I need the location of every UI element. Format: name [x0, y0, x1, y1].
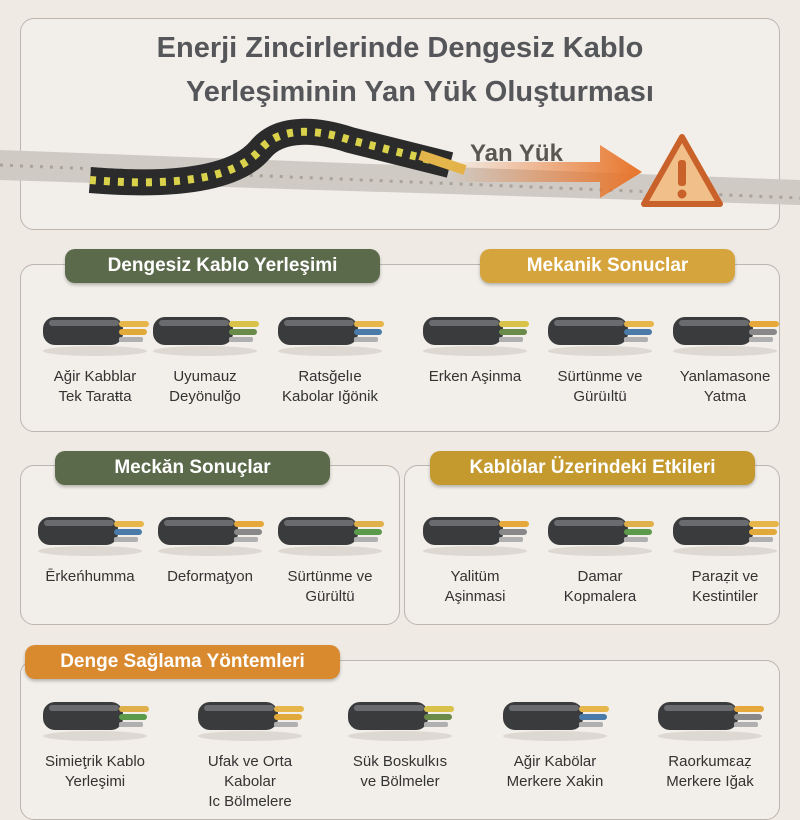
item-label: Yalitüm Aşinmasi	[444, 568, 506, 605]
cable-icon	[278, 317, 384, 356]
item-label: Uyumauz Deyönulğo	[169, 368, 241, 405]
cable-icon	[423, 317, 529, 356]
section-box-1	[20, 264, 780, 432]
item-label: Damar Kopmalera	[563, 568, 637, 605]
title-line-2: Yerleşiminin Yan Yük Oluşturması	[186, 76, 654, 108]
cable-item-2-0: Ērkeńhumma	[25, 505, 155, 587]
header-unbalanced-placement: Dengesiz Kablo Yerleşimi	[65, 249, 380, 283]
cable-icon	[548, 517, 654, 556]
item-label: Ağir Kabblar Tek Taraŧta	[53, 368, 137, 405]
cable-icon	[503, 702, 609, 741]
cable-item-1-2: Yanlamasоne Yatma	[660, 305, 790, 407]
cable-item-3-0: Yalitüm Aşinmasi	[410, 505, 540, 607]
cable-item-0-1: Uyumauz Deyönulğo	[140, 305, 270, 407]
header-effects-on-cables: Kablölar Üzerindeki Etkileri	[430, 451, 755, 485]
cable-item-4-0: Simieţrik Kablo Yerleşimi	[30, 690, 160, 792]
cable-icon	[658, 702, 764, 741]
header-mechanical-results: Mekanik Sonuclar	[480, 249, 735, 283]
item-label: Ağir Kabölar Merkere Xakin	[506, 753, 604, 790]
cable-item-3-2: Paraẓit ve Kestintiler	[660, 505, 790, 607]
side-load-arrow	[450, 145, 642, 198]
cable-item-3-1: Damar Kopmalera	[535, 505, 665, 607]
cable-icon	[673, 517, 779, 556]
item-label: Erken Aşinma	[428, 368, 522, 385]
cable-icon	[423, 517, 529, 556]
item-label: Ufak ve Orta Kabolar Ic Bölmelere	[207, 753, 293, 810]
cable-icon	[38, 517, 144, 556]
cable-item-1-0: Erken Aşinma	[410, 305, 540, 387]
cable-item-4-3: Ağir Kabölar Merkere Xakin	[490, 690, 620, 792]
cable-item-2-1: Deformaţyon	[145, 505, 275, 587]
item-label: Sük Boskulkıs ve Bölmeler	[352, 753, 448, 790]
cable-item-0-0: Ağir Kabblar Tek Taraŧta	[30, 305, 160, 407]
item-label: Sürtünme ve Gürüıltü	[557, 368, 643, 405]
item-label: Ērkeńhumma	[45, 568, 135, 585]
cable-item-4-4: Raorkumεaẓ Merkere Iğak	[645, 690, 775, 792]
item-label: Yanlamasоne Yatma	[679, 368, 771, 405]
item-label: Sürtünme ve Gürültü	[287, 568, 373, 605]
cable-item-0-2: Ratsğelıe Kabolar Iğönik	[265, 305, 395, 407]
cable-item-4-2: Sük Boskulkıs ve Bölmeler	[335, 690, 465, 792]
cable-icon	[43, 702, 149, 741]
cable-icon	[198, 702, 304, 741]
title-line-1: Enerji Zincirlerinde Dengesiz Kablo	[156, 32, 644, 64]
cable-item-4-1: Ufak ve Orta Kabolar Ic Bölmelere	[185, 690, 315, 812]
cable-icon	[153, 317, 259, 356]
header-balancing-methods: Denge Sağlama Yöntemleri	[25, 645, 340, 679]
item-label: Simieţrik Kablo Yerleşimi	[44, 753, 146, 790]
item-label: Deformaţyon	[167, 568, 253, 585]
item-label: Raorkumεaẓ Merkere Iğak	[666, 753, 754, 790]
cable-icon	[548, 317, 654, 356]
cable-item-2-2: Sürtünme ve Gürültü	[265, 505, 395, 607]
cable-icon	[348, 702, 454, 741]
item-label: Ratsğelıe Kabolar Iğönik	[282, 368, 378, 405]
cable-icon	[43, 317, 149, 356]
cable-icon	[278, 517, 384, 556]
cable-icon	[158, 517, 264, 556]
item-label: Paraẓit ve Kestintiler	[691, 568, 759, 605]
warning-triangle-icon	[641, 134, 723, 207]
cable-item-1-1: Sürtünme ve Gürüıltü	[535, 305, 665, 407]
cable-icon	[673, 317, 779, 356]
header-mechanical-results-2: Meckăn Sonuçlar	[55, 451, 330, 485]
